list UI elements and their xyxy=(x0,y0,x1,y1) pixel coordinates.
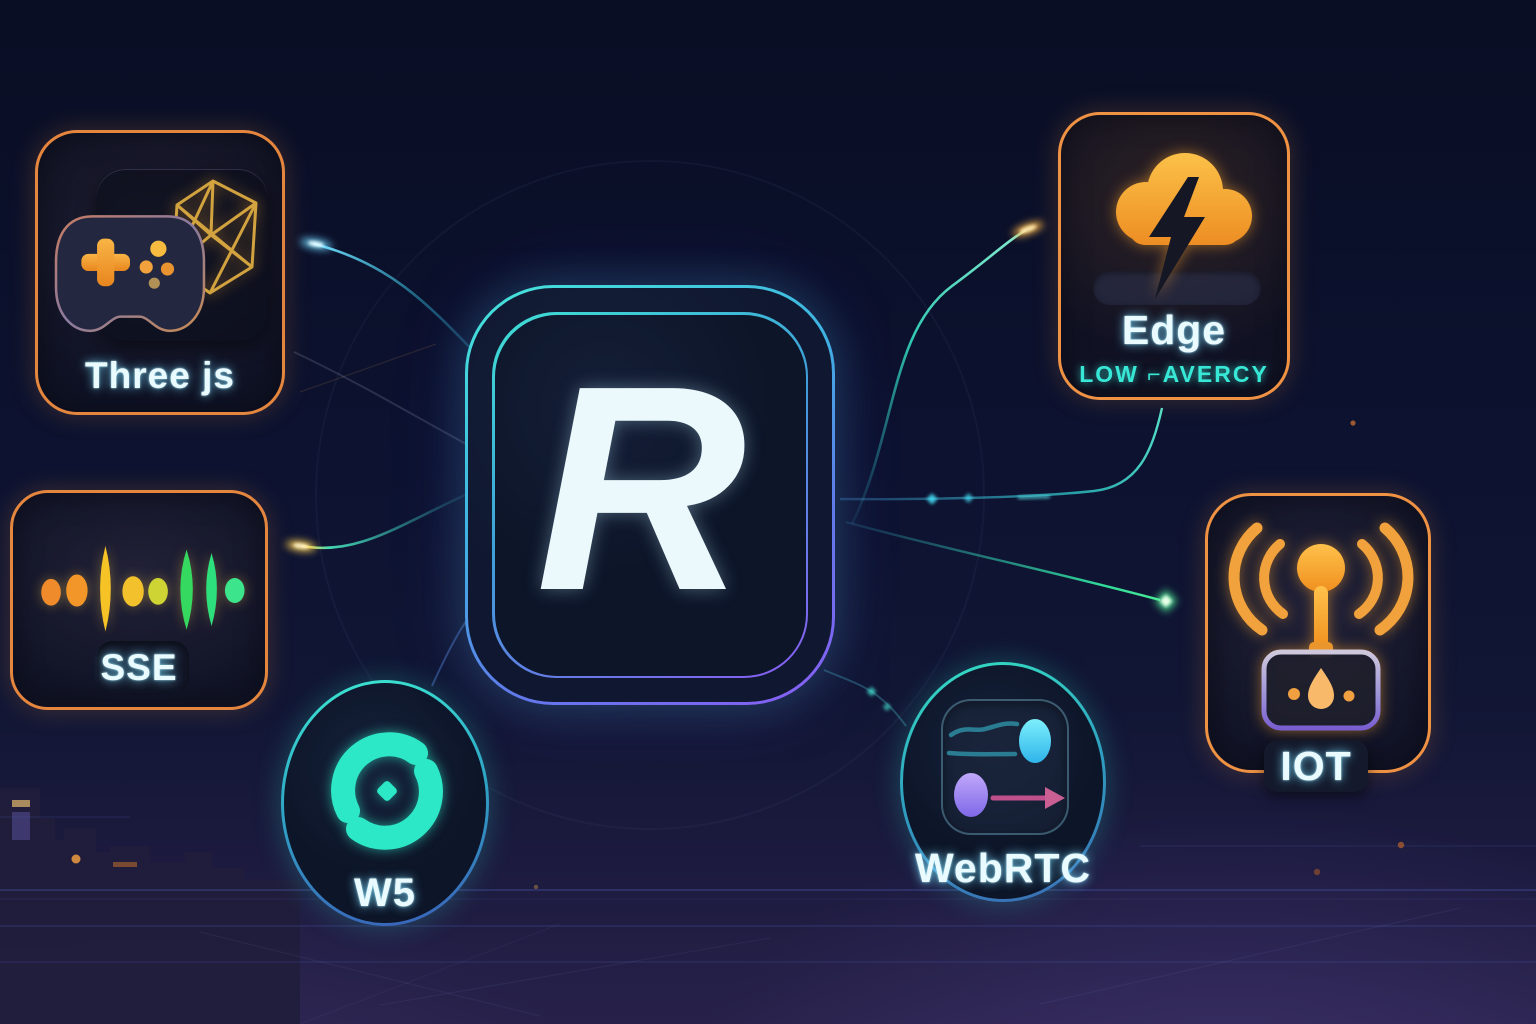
edge-label: Edge xyxy=(1121,307,1227,353)
iot-label-backdrop xyxy=(1264,740,1368,792)
grid-lines xyxy=(0,816,1536,963)
edge-latency-label: LOW ⌐AVERCY xyxy=(1079,361,1269,387)
sse-label-backdrop xyxy=(97,641,189,693)
scratch-line xyxy=(299,343,437,393)
sync-arcs-icon xyxy=(331,732,443,850)
peer-arrows-icon xyxy=(946,719,1065,817)
link-diamond-dots xyxy=(866,493,1051,712)
cloud-lightning-icon xyxy=(1116,153,1252,299)
grid-diagonals xyxy=(199,907,1461,1024)
threejs-label: Three js xyxy=(85,355,235,396)
iot-label: IOT xyxy=(1280,743,1352,789)
glow-head-threejs xyxy=(300,238,332,250)
antenna-icon xyxy=(1228,522,1414,731)
lit-window xyxy=(12,800,30,807)
node-card-threejs: Three js xyxy=(35,130,285,415)
audio-waveform-icon xyxy=(41,545,245,632)
glow-head-iot xyxy=(1154,589,1178,613)
link-edge-horizontal xyxy=(839,407,1164,501)
orbit-ring xyxy=(315,160,985,830)
letter-r-logo: R xyxy=(535,325,747,651)
gamepad-icon xyxy=(54,215,206,333)
lit-window xyxy=(71,854,81,864)
sse-label: SSE xyxy=(100,647,178,688)
link-iot xyxy=(845,520,1161,602)
link-webrtc xyxy=(823,669,907,727)
glow-head-sse xyxy=(286,540,316,552)
node-circle-webrtc: WebRTC xyxy=(900,662,1106,902)
lit-window xyxy=(113,862,137,867)
link-threejs-faint xyxy=(293,351,493,459)
center-hub-inner-frame: R xyxy=(492,312,808,678)
sparkle-dots xyxy=(533,420,1405,890)
lit-window xyxy=(12,812,30,840)
city-silhouette xyxy=(0,788,300,1024)
node-card-iot xyxy=(1205,493,1431,773)
node-card-edge: Edge LOW ⌐AVERCY xyxy=(1058,112,1290,400)
link-sse xyxy=(301,493,466,550)
ws-label: W5 xyxy=(354,871,416,915)
node-card-sse: SSE xyxy=(10,490,268,710)
glow-head-edge xyxy=(1012,221,1044,237)
webrtc-label: WebRTC xyxy=(914,845,1092,891)
link-edge-curve xyxy=(850,228,1027,525)
edge-label-backdrop xyxy=(1093,271,1261,305)
node-circle-ws: W5 xyxy=(281,680,489,926)
center-hub-card: R xyxy=(465,285,835,705)
